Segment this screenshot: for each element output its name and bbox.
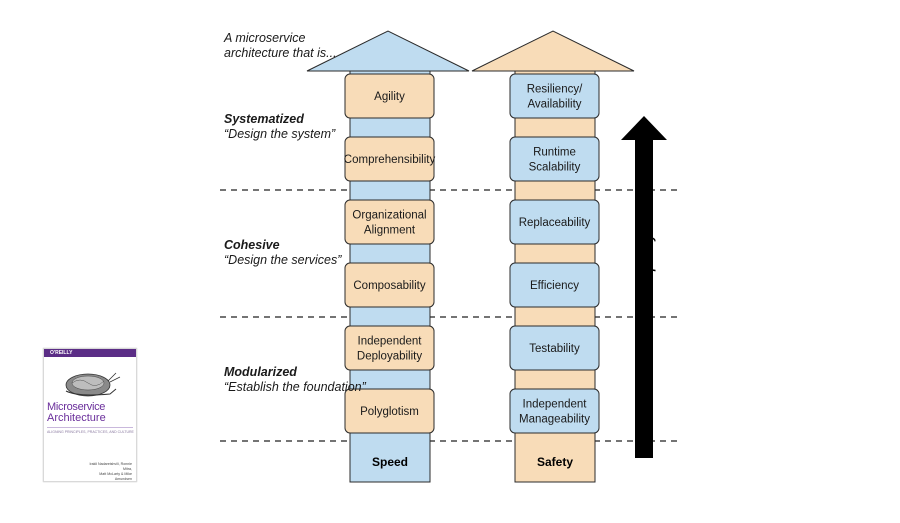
safety-attribute-box-shape (509, 325, 600, 371)
safety-attribute-box: Resiliency/Availability (509, 73, 600, 119)
level-name: Systematized (224, 112, 304, 126)
safety-column: Resiliency/AvailabilityRuntimeScalabilit… (471, 30, 635, 483)
speed-attribute-box: Composability (344, 262, 435, 308)
book-divider (47, 427, 133, 428)
safety-label: Safety (537, 455, 573, 469)
book-publisher-band (44, 349, 136, 357)
scale-complexity-arrow: Scale & Complexity (621, 116, 667, 458)
snail-illustration-icon (65, 372, 121, 397)
safety-attribute-box-label: Testability (529, 343, 580, 355)
safety-attribute-box-label: Resiliency/ (527, 84, 583, 96)
intro-heading-line2: architecture that is... (224, 46, 337, 60)
level-modularized: Modularized “Establish the foundation” (224, 365, 366, 395)
safety-attribute-box-label: Replaceability (519, 217, 591, 229)
book-cover: O'REILLY Microservice Architecture ALIGN… (43, 348, 137, 482)
speed-attribute-box: Comprehensibility (344, 136, 436, 182)
speed-attribute-box-label: Organizational (352, 210, 426, 222)
speed-attribute-box-label: Composability (353, 280, 425, 292)
safety-attribute-box-shape (509, 136, 600, 182)
level-systematized: Systematized “Design the system” (224, 112, 335, 142)
scale-arrow-shaft (635, 138, 653, 458)
safety-attribute-box-label: Runtime (533, 147, 576, 159)
book-title-line1: Microservice (47, 401, 106, 413)
intro-heading: A microservice architecture that is... (224, 31, 337, 61)
level-name: Modularized (224, 365, 297, 379)
level-motto: “Design the system” (224, 127, 336, 141)
speed-attribute-box: Polyglotism (344, 388, 435, 434)
safety-attribute-box: Efficiency (509, 262, 600, 308)
book-authors: Irakli Nadareishvili, Ronnie Mitra, Matt… (82, 462, 132, 481)
speed-attribute-box-label: Comprehensibility (344, 154, 436, 166)
safety-attribute-box-label: Availability (527, 99, 581, 111)
level-cohesive: Cohesive “Design the services” (224, 238, 341, 268)
speed-attribute-box-shape (344, 262, 435, 308)
speed-attribute-box-label: Agility (374, 91, 405, 103)
safety-attribute-box-shape (509, 262, 600, 308)
speed-attribute-box-label: Independent (358, 336, 423, 348)
safety-attribute-box-label: Efficiency (530, 280, 579, 292)
scale-arrow-head (621, 116, 667, 140)
safety-attribute-box: Testability (509, 325, 600, 371)
safety-attribute-box-label: Independent (523, 399, 588, 411)
book-subtitle: ALIGNING PRINCIPLES, PRACTICES, AND CULT… (47, 430, 134, 434)
speed-column: AgilityComprehensibilityOrganizationalAl… (306, 30, 470, 483)
speed-attribute-box-shape (344, 136, 435, 182)
speed-attribute-box-shape (344, 199, 435, 245)
safety-attribute-box-shape (509, 73, 600, 119)
level-name: Cohesive (224, 238, 280, 252)
speed-attribute-box-label: Polyglotism (360, 406, 419, 418)
book-authors-line1: Irakli Nadareishvili, Ronnie Mitra, (89, 462, 132, 471)
speed-label: Speed (372, 455, 408, 469)
book-title-line2: Architecture (47, 412, 106, 424)
level-motto: “Establish the foundation” (224, 380, 366, 394)
speed-attribute-box-shape (344, 325, 435, 371)
safety-attribute-box-shape (509, 388, 600, 434)
safety-arrowhead (471, 30, 635, 72)
speed-attribute-box: Agility (344, 73, 435, 119)
level-motto: “Design the services” (224, 253, 342, 267)
safety-attribute-box-label: Scalability (529, 162, 581, 174)
speed-attribute-box-label: Alignment (364, 225, 416, 237)
scale-arrow-label: Scale & Complexity (644, 234, 656, 341)
speed-arrowhead (306, 30, 470, 72)
safety-attribute-box: Replaceability (509, 199, 600, 245)
intro-heading-line1: A microservice (224, 31, 306, 45)
speed-attribute-box-shape (344, 73, 435, 119)
speed-attribute-box-label: Deployability (357, 351, 422, 363)
safety-attribute-box-shape (509, 199, 600, 245)
book-publisher: O'REILLY (50, 350, 73, 356)
speed-attribute-box-shape (344, 388, 435, 434)
safety-attribute-box-label: Manageability (519, 414, 590, 426)
book-authors-line2: Matt McLarty & Mike Amundsen (99, 472, 132, 481)
